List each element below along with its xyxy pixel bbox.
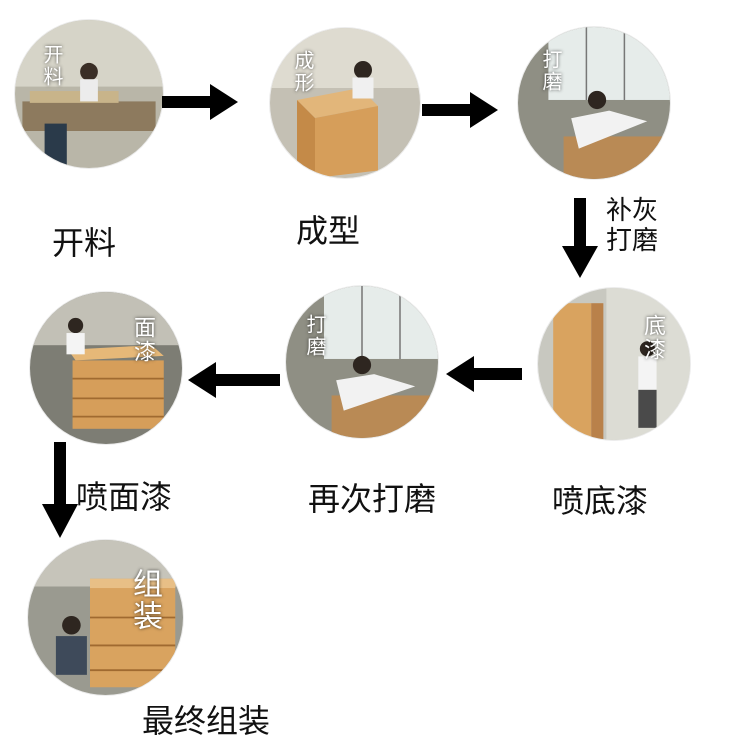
caption-primer: 喷底漆 xyxy=(552,482,649,520)
caption-cutting: 开料 xyxy=(52,224,117,262)
arrow-right-2 xyxy=(422,92,498,128)
step-primer-overlay: 底漆 xyxy=(640,314,665,362)
step-sanding-photo: 打磨 xyxy=(518,27,670,179)
step-cutting-photo: 开料 xyxy=(15,20,163,168)
step-topcoat-overlay: 面漆 xyxy=(130,316,155,364)
step-resanding-overlay: 打磨 xyxy=(303,314,327,358)
step-assembly-overlay: 组装 xyxy=(127,568,162,632)
step-topcoat-photo: 面漆 xyxy=(30,292,182,444)
arrow-down-2 xyxy=(42,442,78,538)
caption-sanding-line1: 补灰 xyxy=(606,196,659,226)
step-primer-photo: 底漆 xyxy=(538,288,690,440)
caption-sanding-line2: 打磨 xyxy=(606,226,659,256)
caption-sanding: 补灰 打磨 xyxy=(606,196,686,256)
arrow-down-1 xyxy=(562,198,598,278)
arrow-right-1 xyxy=(162,84,238,120)
caption-topcoat: 喷面漆 xyxy=(76,478,173,516)
step-assembly-photo: 组装 xyxy=(28,540,183,695)
step-forming-overlay: 成形 xyxy=(291,50,315,94)
step-sanding-overlay: 打磨 xyxy=(539,49,563,93)
step-resanding-photo: 打磨 xyxy=(286,286,438,438)
step-cutting-overlay: 开料 xyxy=(40,44,64,88)
caption-resanding: 再次打磨 xyxy=(308,480,437,518)
arrow-left-1 xyxy=(446,356,522,392)
step-forming-photo: 成形 xyxy=(270,28,420,178)
caption-forming: 成型 xyxy=(296,212,361,250)
caption-assembly: 最终组装 xyxy=(142,702,271,740)
arrow-left-2 xyxy=(188,362,280,398)
